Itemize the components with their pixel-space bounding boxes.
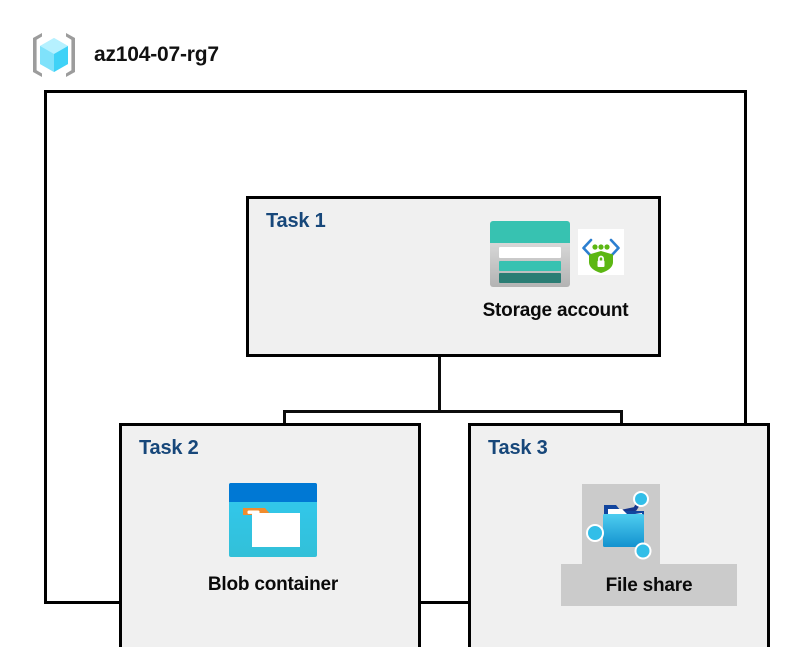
resource-group-container: Task 1 <box>44 90 770 647</box>
blob-container-caption: Blob container <box>207 574 339 595</box>
node-blob-container[interactable]: Blob container <box>173 481 373 594</box>
task-2-box[interactable]: Task 2 <box>119 423 421 647</box>
node-storage-account[interactable]: Storage account <box>448 219 663 320</box>
resource-group-cube-icon <box>28 29 80 81</box>
connector-storage-trunk <box>438 357 441 413</box>
task-2-label: Task 2 <box>139 437 199 459</box>
secure-endpoint-shield-icon <box>577 229 624 275</box>
node-file-share[interactable] <box>582 484 660 564</box>
storage-account-icon-group <box>488 219 624 289</box>
file-share-caption-wrap: File share <box>561 564 737 606</box>
task-1-label: Task 1 <box>266 210 326 232</box>
resource-group-title: az104-07-rg7 <box>94 43 219 66</box>
task-1-box[interactable]: Task 1 <box>246 196 661 357</box>
file-share-label-highlight <box>561 564 737 606</box>
file-share-icon <box>582 485 660 563</box>
task-3-label: Task 3 <box>488 437 548 459</box>
file-share-caption: File share <box>605 574 693 596</box>
task-3-box[interactable]: Task 3 <box>468 423 770 647</box>
resource-group-header: az104-07-rg7 <box>28 24 348 86</box>
connector-horizontal-bus <box>283 410 623 413</box>
storage-account-icon <box>488 219 572 289</box>
storage-account-caption: Storage account <box>482 300 629 321</box>
blob-container-icon <box>227 481 319 559</box>
